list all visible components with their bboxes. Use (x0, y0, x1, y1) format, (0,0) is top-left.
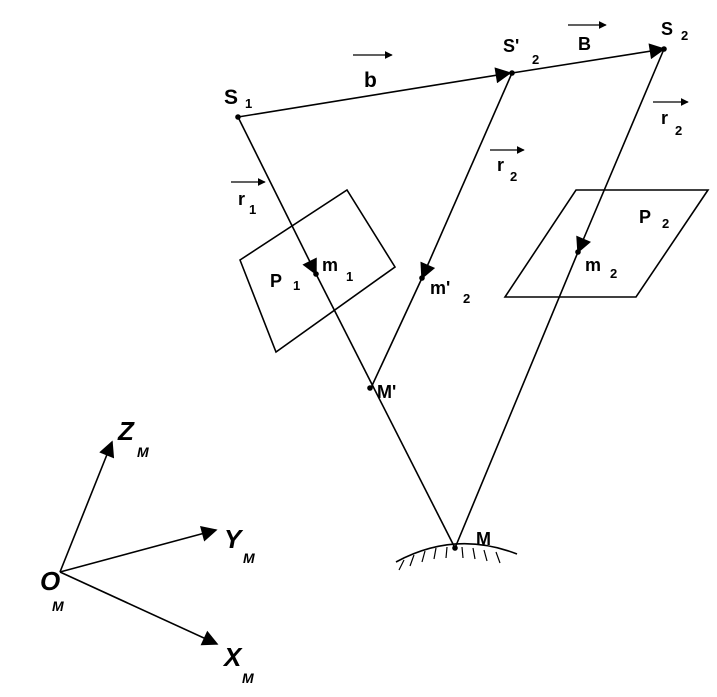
axis-x-sub: M (242, 670, 254, 686)
label-B: B (578, 34, 591, 54)
axis-z-sub: M (137, 444, 149, 460)
ray-m2p-mp (369, 277, 423, 391)
label-s1: S (224, 86, 238, 109)
label-b: b (364, 69, 377, 92)
label-p1: P (270, 271, 282, 291)
axis-z-label: Z (117, 416, 135, 446)
label-s1-sub: 1 (245, 96, 252, 111)
point-s2-prime (509, 70, 515, 76)
axis-y-sub: M (243, 550, 255, 566)
axis-x-line (59, 571, 219, 646)
axis-y-line (59, 526, 218, 573)
label-m: M (476, 529, 491, 549)
axis-origin-label: O (40, 566, 60, 596)
point-m-prime (367, 385, 373, 391)
label-m2-prime-sub: 2 (463, 291, 470, 306)
image-plane-p1 (239, 188, 397, 354)
point-s1 (235, 114, 241, 120)
label-m2-prime: m' (430, 278, 450, 298)
ray-m1-m (315, 273, 456, 549)
label-s2-prime: S' (503, 36, 519, 56)
label-r1-sub: 1 (249, 202, 256, 217)
label-r2b-sub: 2 (675, 123, 682, 138)
label-m1-sub: 1 (346, 269, 353, 284)
label-m2-sub: 2 (610, 266, 617, 281)
label-r2a-sub: 2 (510, 169, 517, 184)
label-p1-sub: 1 (293, 278, 300, 293)
label-p2: P (639, 207, 651, 227)
label-m1: m (322, 255, 338, 275)
ground-hatching (398, 546, 501, 571)
ray-s2p-m2p (420, 72, 513, 280)
label-m2: m (585, 255, 601, 275)
ray-s1-m1 (237, 116, 317, 276)
label-s2-sub: 2 (681, 28, 688, 43)
point-m2-prime (419, 275, 425, 281)
vector-b-line (237, 67, 512, 118)
point-s2 (661, 46, 667, 52)
point-m (452, 545, 458, 551)
label-m-prime: M' (377, 382, 396, 402)
label-r1: r (238, 189, 245, 209)
label-s2-prime-sub: 2 (532, 52, 539, 67)
axis-x-label: X (222, 642, 243, 672)
ground-surface-curve (395, 542, 518, 563)
label-r2b: r (661, 108, 668, 128)
image-plane-p2 (503, 189, 710, 298)
label-r2a: r (497, 155, 504, 175)
point-m1 (313, 271, 319, 277)
label-s2: S (661, 19, 673, 39)
axis-y-label: Y (224, 524, 244, 554)
vector-B-line (511, 43, 666, 74)
ray-s2-m2 (576, 48, 665, 254)
label-p2-sub: 2 (662, 216, 669, 231)
axis-origin-sub: M (52, 598, 64, 614)
ray-m2-m (454, 251, 579, 549)
axis-z-line (59, 440, 115, 573)
point-m2 (575, 249, 581, 255)
